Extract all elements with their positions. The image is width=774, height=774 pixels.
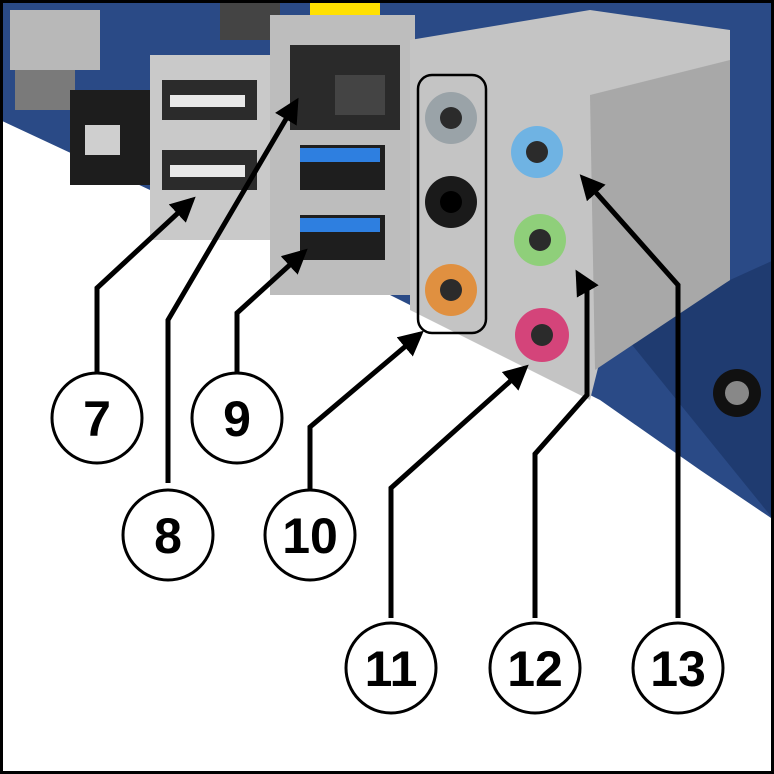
usb3-upper [300,148,380,162]
leader-8 [165,97,299,483]
jack-group-highlight [416,73,488,335]
callout-7: 7 [50,371,144,465]
callout-12: 12 [488,621,582,715]
hdmi-port [10,10,100,70]
callout-label-11: 11 [365,641,418,697]
leader-lines [94,97,681,618]
leader-12 [532,269,599,618]
callout-13: 13 [631,621,725,715]
leader-9 [234,248,308,373]
callout-label-13: 13 [650,641,706,697]
callout-8: 8 [121,488,215,582]
callout-9: 9 [190,371,284,465]
callout-label-9: 9 [223,391,251,447]
motherboard-photo [0,0,774,520]
leader-13 [579,174,681,618]
callout-10: 10 [263,488,357,582]
callout-label-7: 7 [83,391,111,447]
leader-7 [94,196,196,373]
leader-11 [388,364,529,618]
leader-10 [307,330,424,490]
callout-11: 11 [344,621,438,715]
callout-label-8: 8 [154,508,182,564]
callout-label-12: 12 [507,641,563,697]
callouts: 7 8 9 10 11 12 13 [50,371,725,715]
callout-label-10: 10 [282,508,338,564]
usb3-lower [300,218,380,232]
